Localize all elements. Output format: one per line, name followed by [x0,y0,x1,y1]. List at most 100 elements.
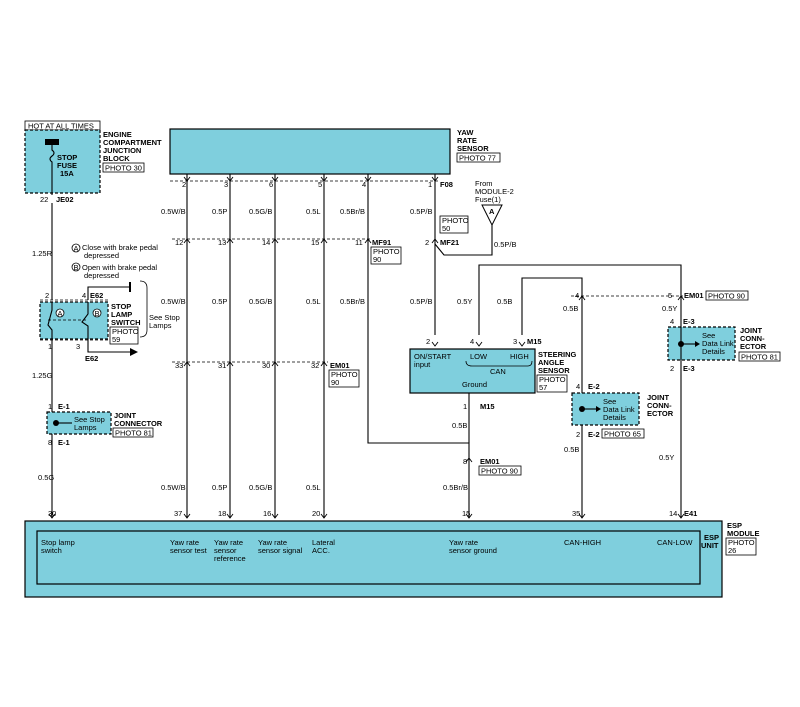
photo50-2: 50 [442,224,450,233]
esp-unit [36,530,701,585]
mf91-pin-13: 13 [218,238,226,247]
em01-left-pin-31: 31 [218,361,226,370]
steer-pin-3: 3 [513,337,517,346]
yaw-pin-3: 3 [224,180,228,189]
mf91-photo-1: PHOTO [373,247,400,256]
yaw-pin-6: 6 [269,180,273,189]
joint-left-title-1: JOINT [114,411,137,420]
joint-right-see-2: Data Link [702,339,734,348]
yaw-title-1: YAW [457,128,474,137]
switch-title-1: STOP [111,302,131,311]
photo50-1: PHOTO [442,216,469,225]
mf91-conn: MF91 [372,238,391,247]
esp-label-ground-1: Yaw rate [449,538,478,547]
steer-photo-2: 57 [539,383,547,392]
stop-lamp-switch [39,301,109,340]
steer-pin-4: 4 [470,337,474,346]
joint-right-conn-bot: E-3 [683,364,695,373]
yaw-pin-2: 2 [182,180,186,189]
mf21-conn: MF21 [440,238,459,247]
yaw-pin-5: 5 [318,180,322,189]
em01-top-wire-y: 0.5Y [662,304,677,313]
steer-ground: Ground [462,380,487,389]
esp-label-test-1: Yaw rate [170,538,199,547]
wire-top-6: 0.5P/B [410,207,433,216]
switch-title-2: LAMP [111,310,132,319]
fuse-label-1: STOP [57,153,77,162]
module2-marker: A [489,207,495,216]
yaw-conn: F08 [440,180,453,189]
wire-top-4: 0.5L [306,207,321,216]
wire-mid-8: 0.5B [497,297,512,306]
wire-125g: 1.25G [32,371,53,380]
junction-photo: PHOTO 30 [105,164,142,173]
junction-conn: JE02 [56,195,74,204]
switch-pin-1: 1 [48,342,52,351]
wire-mid-2: 0.5P [212,297,227,306]
joint-mid-pin-2: 2 [576,430,580,439]
hot-label: HOT AT ALL TIMES [28,122,94,131]
wire-bot-2: 0.5P [212,483,227,492]
mf91-pin-12: 12 [175,238,183,247]
em01-left-pin-30: 30 [262,361,270,370]
joint-connector-left [46,411,112,435]
wire-bot-1: 0.5W/B [161,483,186,492]
esp-pin-14: 14 [669,509,677,518]
joint-left-photo: PHOTO 81 [115,429,152,438]
esp-title-1: ESP [727,521,742,530]
joint-mid-title-1: JOINT [647,393,670,402]
steer-title-2: ANGLE [538,358,564,367]
fuse-label-3: 15A [60,169,74,178]
steer-low: LOW [470,352,488,361]
mf21-pin: 2 [425,238,429,247]
joint-right-see-1: See [702,331,715,340]
joint-right-pin-2: 2 [670,364,674,373]
legend-a-text-2: depressed [84,251,119,260]
joint-left-title-2: CONNECTOR [114,419,163,428]
mf91-pin-11: 11 [355,238,363,247]
module2-line-3: Fuse(1) [475,195,501,204]
joint-mid-see-2: Data Link [603,405,635,414]
mf21-wire: 0.5P/B [494,240,517,249]
fuse-element [49,145,55,168]
esp-pin-20: 20 [312,509,320,518]
esp-unit-label-2: UNIT [701,541,719,550]
joint-left-conn-top: E-1 [58,402,70,411]
joint-right-title-1: JOINT [740,326,763,335]
legend-b-symbol: B [74,263,79,272]
switch-conn-bot: E62 [85,354,98,363]
esp-pin-15: 15 [462,509,470,518]
em01-top-pin-4: 4 [575,291,579,300]
joint-mid-conn-bot: E-2 [588,430,600,439]
wire-mid-7: 0.5Y [457,297,472,306]
junction-title-2: COMPARTMENT [103,138,162,147]
wire-05g: 0.5G [38,473,54,482]
joint-mid-see-1: See [603,397,616,406]
junction-block [24,129,101,194]
steer-on-start-1: ON/START [414,352,452,361]
joint-mid-title-3: ECTOR [647,409,674,418]
steer-title-3: SENSOR [538,366,570,375]
joint-right-title-2: CONN- [740,334,765,343]
module2-line-1: From [475,179,493,188]
module2-line-2: MODULE-2 [475,187,514,196]
switch-see-1: See Stop [149,313,180,322]
switch-photo-1: PHOTO [112,327,139,336]
esp-label-ref-3: reference [214,554,246,563]
steer-can: CAN [490,367,506,376]
junction-pin: 22 [40,195,48,204]
esp-pin-18: 18 [218,509,226,518]
em01-left-photo-2: 90 [331,378,339,387]
em01-bottom-conn: EM01 [480,457,500,466]
yaw-pin-4: 4 [362,180,366,189]
esp-label-signal-1: Yaw rate [258,538,287,547]
steer-conn-top: M15 [527,337,542,346]
switch-contact-b: B [95,309,100,318]
wire-05y-right: 0.5Y [659,453,674,462]
steer-pin-2: 2 [426,337,430,346]
wire-top-2: 0.5P [212,207,227,216]
junction-title-3: JUNCTION [103,146,141,155]
yaw-title-2: RATE [457,136,477,145]
junction-title-1: ENGINE [103,130,132,139]
wire-mid-1: 0.5W/B [161,297,186,306]
